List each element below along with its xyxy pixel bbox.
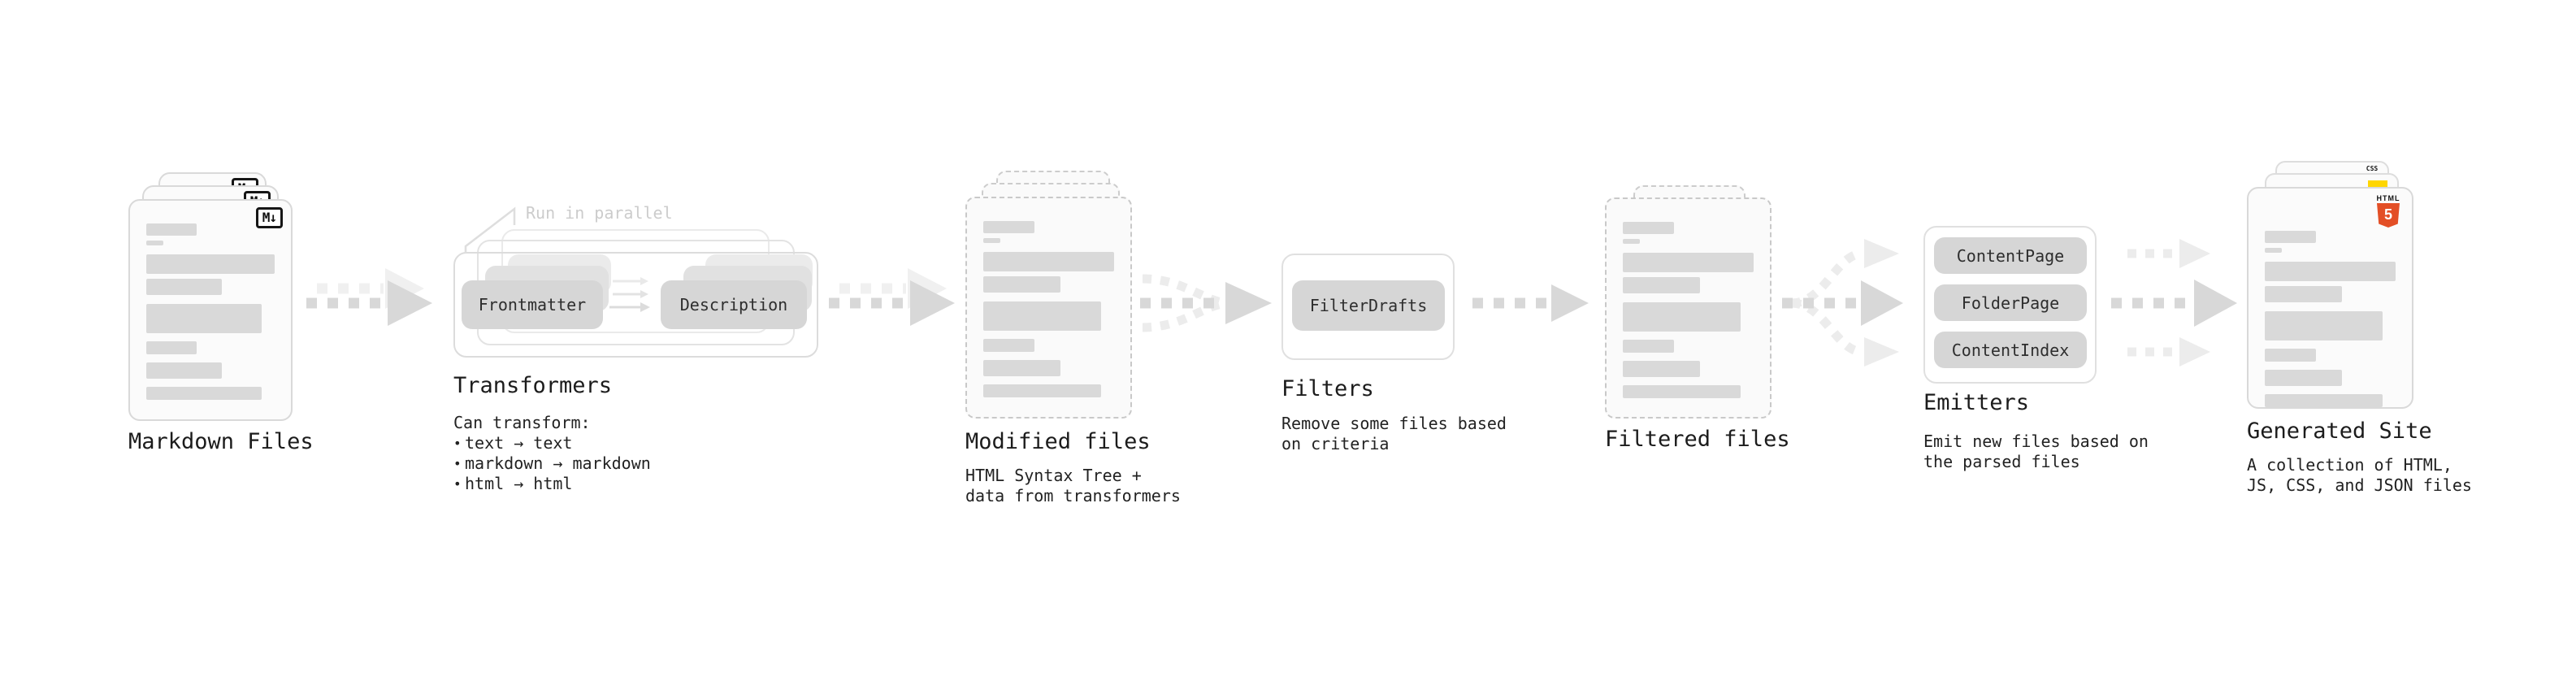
description-line: Emit new files based on — [1923, 432, 2149, 451]
filters-title: Filters — [1281, 376, 1374, 401]
emitters-description: Emit new files based on the parsed files — [1923, 432, 2149, 472]
markdown-files-title: Markdown Files — [128, 429, 314, 454]
document-content — [2265, 231, 2396, 407]
modified-files-title: Modified files — [965, 429, 1151, 454]
transform-item: markdown → markdown — [453, 453, 651, 474]
parallel-arrows-icon — [609, 277, 650, 312]
description-line: data from transformers — [965, 486, 1181, 505]
document-card-front — [1605, 197, 1772, 419]
document-content — [983, 221, 1114, 397]
node-folderpage: FolderPage — [1934, 284, 2087, 321]
modified-files-description: HTML Syntax Tree + data from transformer… — [965, 466, 1181, 506]
filters-description: Remove some files based on criteria — [1281, 414, 1507, 454]
node-filterdrafts: FilterDrafts — [1292, 280, 1445, 331]
html5-wordmark: HTML — [2376, 194, 2400, 202]
transform-item: text → text — [453, 433, 651, 453]
note-leader-line — [464, 206, 516, 254]
document-card-front: HTML 5 — [2247, 187, 2413, 409]
document-content — [1623, 222, 1754, 398]
document-card-front: M↓ — [128, 199, 293, 421]
emitters-title: Emitters — [1923, 390, 2030, 415]
description-line: HTML Syntax Tree + — [965, 466, 1142, 485]
js-badge — [2368, 180, 2387, 189]
transformer-frame-front — [453, 252, 818, 358]
transform-list: text → text markdown → markdown html → h… — [453, 433, 651, 494]
description-line: on criteria — [1281, 434, 1390, 453]
transformers-description: Can transform: text → text markdown → ma… — [453, 413, 651, 494]
can-transform-heading: Can transform: — [453, 413, 591, 432]
description-line: Remove some files based — [1281, 414, 1507, 433]
description-line: the parsed files — [1923, 452, 2080, 471]
node-frontmatter: Frontmatter — [462, 280, 603, 329]
document-card-front — [965, 197, 1132, 419]
css-badge-label: CSS — [2366, 165, 2379, 172]
flow-arrow-filters-to-filtered — [1472, 284, 1589, 322]
node-contentpage: ContentPage — [1934, 237, 2087, 274]
transformers-title: Transformers — [453, 373, 613, 398]
markdown-icon: M↓ — [255, 207, 283, 228]
transform-item: html → html — [453, 474, 651, 494]
document-content — [146, 223, 275, 400]
html5-shield: 5 — [2377, 203, 2400, 228]
generated-site-title: Generated Site — [2247, 419, 2432, 444]
html5-icon: HTML 5 — [2374, 194, 2402, 228]
generated-site-description: A collection of HTML, JS, CSS, and JSON … — [2247, 455, 2472, 496]
flow-arrow-emitters-to-site — [2111, 239, 2237, 367]
node-contentindex: ContentIndex — [1934, 332, 2087, 368]
filtered-files-title: Filtered files — [1605, 427, 1790, 452]
node-description: Description — [661, 280, 807, 329]
run-in-parallel-note: Run in parallel — [526, 203, 673, 223]
flow-arrow-filtered-to-emitters — [1782, 239, 1903, 367]
flow-arrow-transformers-to-modified — [829, 268, 955, 326]
description-line: A collection of HTML, — [2247, 455, 2452, 475]
flow-arrow-markdown-to-transformers — [306, 268, 432, 326]
flow-arrow-modified-to-filters — [1140, 274, 1272, 332]
description-line: JS, CSS, and JSON files — [2247, 475, 2472, 495]
